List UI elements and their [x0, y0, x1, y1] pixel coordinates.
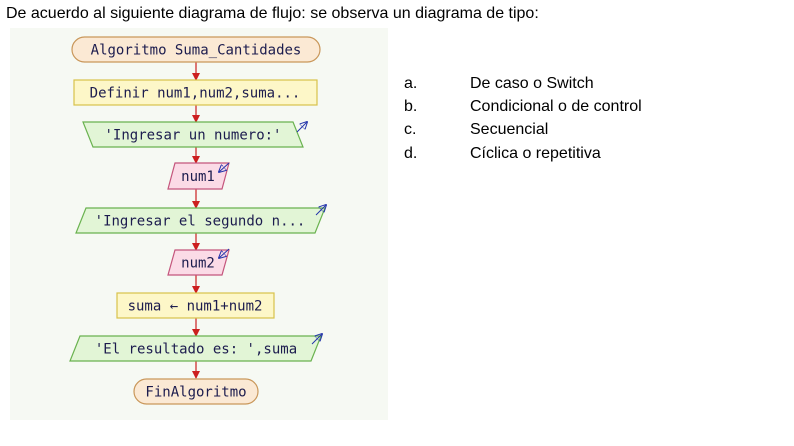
process-label: suma ← num1+num2 — [128, 299, 263, 315]
end-label: FinAlgoritmo — [145, 385, 246, 401]
option-c[interactable]: c. Secuencial — [404, 119, 642, 142]
question-text: De acuerdo al siguiente diagrama de fluj… — [6, 5, 539, 22]
output1-label: 'Ingresar un numero:' — [104, 128, 281, 144]
option-text: De caso o Switch — [470, 74, 594, 92]
output-arrow-icon — [296, 122, 307, 133]
flowchart-diagram: Algoritmo Suma_Cantidades Definir num1,n… — [10, 28, 388, 420]
option-d[interactable]: d. Cíclica o repetitiva — [404, 142, 642, 165]
answer-options: a. De caso o Switch b. Condicional o de … — [404, 72, 642, 166]
input2-label: num2 — [181, 256, 215, 272]
define-box: Definir num1,num2,suma... — [73, 79, 318, 106]
output3-shape: 'El resultado es: ',suma — [69, 334, 322, 362]
option-text: Condicional o de control — [470, 98, 642, 116]
option-text: Secuencial — [470, 121, 549, 139]
option-letter: d. — [404, 144, 418, 162]
process-box: suma ← num1+num2 — [116, 292, 275, 319]
output-arrow-icon — [311, 334, 322, 345]
define-label: Definir num1,num2,suma... — [90, 86, 301, 102]
input1-shape: num1 — [167, 162, 230, 190]
input-arrow-icon — [219, 248, 230, 258]
option-letter: b. — [404, 98, 418, 116]
output2-shape: 'Ingresar el segundo n... — [75, 205, 326, 234]
end-terminal: FinAlgoritmo — [133, 378, 259, 405]
output-arrow-icon — [315, 205, 326, 216]
input-arrow-icon — [219, 162, 230, 172]
start-label: Algoritmo Suma_Cantidades — [91, 43, 302, 59]
output1-shape: 'Ingresar un numero:' — [82, 122, 307, 148]
option-letter: a. — [404, 74, 418, 92]
option-letter: c. — [404, 121, 417, 139]
flowchart-svg: Algoritmo Suma_Cantidades Definir num1,n… — [69, 36, 388, 405]
option-text: Cíclica o repetitiva — [470, 144, 601, 162]
option-a[interactable]: a. De caso o Switch — [404, 72, 642, 95]
option-b[interactable]: b. Condicional o de control — [404, 95, 642, 118]
start-terminal: Algoritmo Suma_Cantidades — [71, 36, 321, 63]
output3-label: 'El resultado es: ',suma — [95, 342, 297, 358]
output2-label: 'Ingresar el segundo n... — [95, 214, 306, 230]
input1-label: num1 — [181, 169, 215, 185]
input2-shape: num2 — [167, 248, 230, 276]
